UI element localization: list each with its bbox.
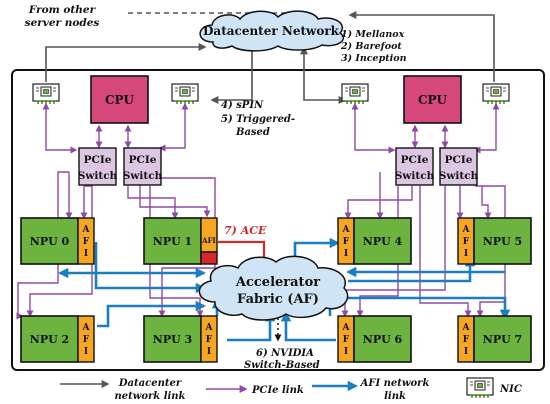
afi-letter: I bbox=[84, 347, 88, 357]
pcie-switch-right-2: PCIe Switch bbox=[439, 147, 479, 186]
cpu-right: CPU bbox=[403, 75, 462, 124]
npu-4-label: NPU 4 bbox=[363, 235, 403, 248]
pcie-switch-label: PCIe bbox=[84, 154, 112, 166]
afi-letter: F bbox=[343, 335, 350, 345]
pcie-switch-left-1: PCIe Switch bbox=[78, 147, 118, 186]
nic-icon-right-inner bbox=[341, 83, 369, 105]
annotation-ace: 7) ACE bbox=[224, 224, 267, 237]
annotation-triggered-1: 5) Triggered- bbox=[221, 114, 295, 125]
cpu-left: CPU bbox=[90, 75, 149, 124]
legend-afi-label-2: link bbox=[384, 391, 406, 402]
legend-nic-icon bbox=[466, 377, 494, 399]
afi-letter: A bbox=[342, 323, 351, 333]
afi-letter: I bbox=[464, 347, 468, 357]
afi-letter: F bbox=[463, 335, 470, 345]
npu-7: NPU 7 A F I bbox=[457, 315, 532, 363]
nic-icon-left-outer bbox=[32, 83, 60, 105]
afi-letter: I bbox=[344, 347, 348, 357]
afi-letter: F bbox=[206, 335, 213, 345]
pcie-switch-label: Switch bbox=[439, 170, 479, 182]
pcie-switch-label: PCIe bbox=[445, 154, 473, 166]
afi-letter: A bbox=[342, 225, 351, 235]
legend: Datacenter network link PCIe link AFI ne… bbox=[60, 377, 522, 402]
fabric-label-1: Accelerator bbox=[235, 275, 320, 290]
cpu-left-label: CPU bbox=[105, 93, 135, 107]
nic-icon-left-inner bbox=[171, 83, 199, 105]
datacenter-network-label: Datacenter Network bbox=[203, 24, 340, 38]
npu-5: NPU 5 A F I bbox=[457, 217, 532, 265]
afi-letter: A bbox=[205, 323, 214, 333]
datacenter-cloud bbox=[199, 10, 345, 52]
accelerator-fabric-cloud bbox=[198, 255, 349, 321]
nic-icon-right-outer bbox=[482, 83, 510, 105]
afi-letter: A bbox=[82, 225, 91, 235]
pcie-switch-label: Switch bbox=[123, 170, 163, 182]
npu-2-label: NPU 2 bbox=[30, 333, 69, 346]
server-frame bbox=[11, 69, 545, 371]
npu-0-label: NPU 0 bbox=[30, 235, 70, 248]
afi-inline-label: AFI bbox=[201, 236, 216, 245]
external-nodes-label-1: From other bbox=[28, 4, 97, 16]
npu-6-label: NPU 6 bbox=[363, 333, 403, 346]
pcie-switch-label: PCIe bbox=[129, 154, 157, 166]
npu-3: NPU 3 A F I bbox=[143, 315, 218, 363]
external-nodes-label-2: server nodes bbox=[25, 17, 100, 29]
legend-datacenter-label-2: network link bbox=[114, 391, 185, 402]
npu-4: NPU 4 A F I bbox=[337, 217, 412, 265]
afi-letter: A bbox=[462, 323, 471, 333]
annotation-spin: 4) sPIN bbox=[221, 100, 264, 111]
afi-letter: I bbox=[344, 249, 348, 259]
npu-5-label: NPU 5 bbox=[483, 235, 522, 248]
afi-letter: F bbox=[83, 237, 90, 247]
option-barefoot: 2) Barefoot bbox=[340, 41, 402, 52]
annotation-nvidia-1: 6) NVIDIA bbox=[256, 348, 314, 359]
fabric-label-2: Fabric (AF) bbox=[237, 292, 319, 307]
pcie-switch-left-2: PCIe Switch bbox=[123, 147, 163, 186]
npu-1-label: NPU 1 bbox=[153, 235, 192, 248]
annotation-triggered-2: Based bbox=[235, 127, 270, 138]
npu-7-label: NPU 7 bbox=[483, 333, 522, 346]
pcie-switch-label: Switch bbox=[395, 170, 435, 182]
afi-letter: F bbox=[463, 237, 470, 247]
pcie-switch-right-1: PCIe Switch bbox=[395, 147, 435, 186]
legend-afi-label-1: AFI network bbox=[360, 378, 430, 389]
legend-pcie-label: PCIe link bbox=[251, 385, 304, 396]
pcie-switch-label: Switch bbox=[78, 170, 118, 182]
afi-letter: F bbox=[343, 237, 350, 247]
npu-0: NPU 0 A F I bbox=[20, 217, 95, 265]
afi-letter: I bbox=[84, 249, 88, 259]
afi-letter: A bbox=[82, 323, 91, 333]
npu-6: NPU 6 A F I bbox=[337, 315, 412, 363]
option-inception: 3) Inception bbox=[341, 53, 407, 64]
afi-letter: I bbox=[207, 347, 211, 357]
pcie-switch-label: PCIe bbox=[401, 154, 429, 166]
afi-letter: F bbox=[83, 335, 90, 345]
legend-datacenter-label-1: Datacenter bbox=[118, 378, 182, 389]
afi-letter: I bbox=[464, 249, 468, 259]
afi-letter: A bbox=[462, 225, 471, 235]
legend-nic-label: NIC bbox=[499, 384, 522, 395]
option-mellanox: 1) Mellanox bbox=[341, 29, 405, 40]
npu-1: NPU 1 AFI bbox=[143, 217, 218, 265]
npu-2: NPU 2 A F I bbox=[20, 315, 95, 363]
annotation-nvidia-2: Switch-Based bbox=[244, 360, 320, 371]
cpu-right-label: CPU bbox=[418, 93, 448, 107]
npu-3-label: NPU 3 bbox=[153, 333, 192, 346]
